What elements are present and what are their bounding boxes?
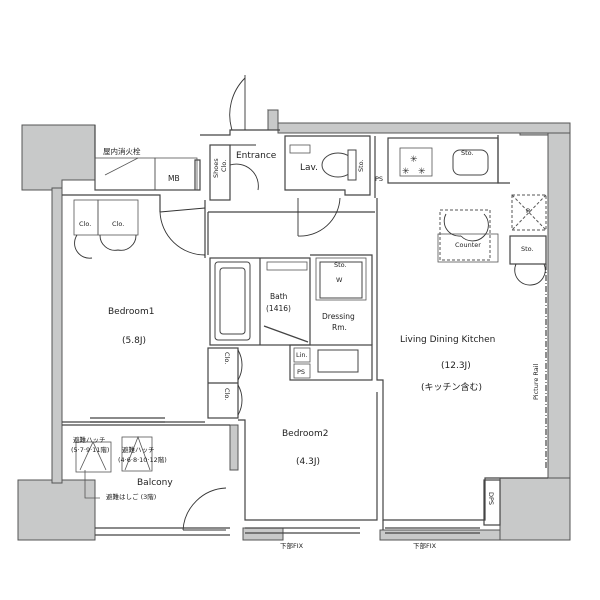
interior-walls (62, 125, 548, 536)
bedroom1-size: (5.8J) (122, 336, 146, 346)
lav-label: Lav. (300, 163, 319, 173)
balcony-label: Balcony (137, 478, 173, 488)
toilet-icon (321, 149, 357, 181)
shoes-closet-label-2: Clo. (220, 159, 228, 172)
ps-mid-label: PS (297, 368, 306, 376)
hatch-b-floors: (4·6·8·10·12階) (118, 456, 167, 464)
structural-walls (17, 109, 571, 541)
counter-label: Counter (455, 241, 481, 249)
ldk-size: (12.3J) (441, 361, 471, 371)
entrance-label: Entrance (236, 151, 277, 161)
toilet-storage-label: Sto. (357, 159, 365, 172)
svg-text:✳: ✳ (410, 155, 418, 165)
kitchen-sink-icon (452, 149, 489, 176)
bedroom2-closet-b-label: Clo. (223, 388, 231, 401)
ldk-note: (キッチン含む) (421, 383, 483, 393)
bedroom1-closet-a-label: Clo. (79, 220, 92, 228)
doors (74, 75, 546, 531)
bedroom1-label: Bedroom1 (108, 307, 155, 317)
dressing-label-2: Rm. (332, 323, 347, 332)
fire-hydrant-label: 屋内消火栓 (103, 147, 141, 156)
svg-text:✳: ✳ (402, 167, 410, 177)
hatch-a-floors: (5·7·9·11階) (71, 446, 110, 454)
bath-size: (1416) (266, 304, 291, 313)
svg-text:✳: ✳ (418, 167, 426, 177)
bedroom2-closet-a-label: Clo. (223, 352, 231, 365)
linen-label: Lin. (296, 351, 308, 359)
dps-label: DPS (487, 492, 495, 506)
washer-label: W (336, 276, 343, 284)
stove-icon: ✳ ✳ ✳ (399, 147, 433, 177)
dressing-label: Dressing (322, 312, 355, 321)
bath-label: Bath (270, 292, 288, 301)
fridge-label: R (526, 207, 531, 215)
bedroom1-closet-b-label: Clo. (112, 220, 125, 228)
picture-rail-label: Picture Rail (532, 363, 540, 400)
ladder-label: 避難はしご (3階) (106, 493, 157, 501)
bedroom2-size: (4.3J) (296, 457, 320, 467)
lav-sink-icon (289, 144, 311, 154)
dressing-storage-label: Sto. (334, 261, 347, 269)
kitchen-storage-label: Sto. (461, 149, 474, 157)
bedroom2-label: Bedroom2 (282, 429, 329, 439)
fix-window-left-label: 下部FIX (280, 542, 304, 550)
hatch-a-label: 避難ハッチ (73, 436, 106, 444)
shoes-closet-label-1: Shoes (212, 158, 220, 178)
hatch-b-label: 避難ハッチ (122, 446, 155, 454)
ldk-label: Living Dining Kitchen (400, 335, 496, 345)
mb-label: MB (168, 174, 180, 183)
ldk-storage-label: Sto. (521, 245, 534, 253)
fix-window-right-label: 下部FIX (413, 542, 437, 550)
ps-top-label: PS (375, 175, 384, 183)
